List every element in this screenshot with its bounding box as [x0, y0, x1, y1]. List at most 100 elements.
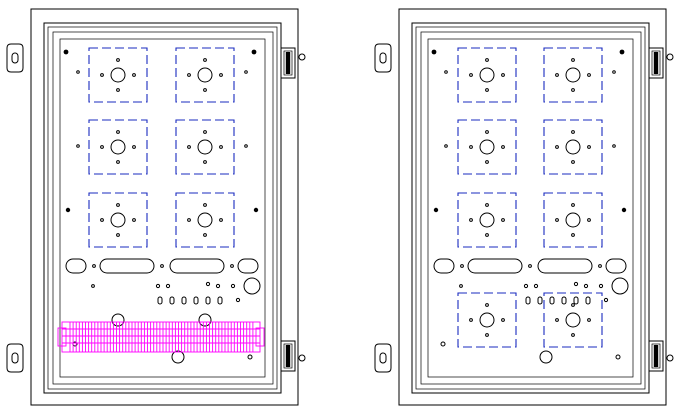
small-hole	[612, 144, 616, 148]
screw-hole	[485, 203, 489, 207]
screw-hole	[132, 218, 136, 222]
center-hole	[565, 312, 581, 328]
hinge-inner	[283, 343, 293, 369]
mounting-plate	[52, 31, 274, 385]
mounting-block	[175, 192, 235, 248]
terminal-slot	[193, 296, 199, 305]
screw-hole	[219, 73, 223, 77]
oval-cutout-small	[433, 258, 455, 274]
screw-hole	[571, 333, 575, 337]
wall-lug	[374, 343, 392, 373]
screw-hole	[555, 318, 559, 322]
mounting-block	[457, 119, 517, 175]
hinge-pin	[285, 52, 291, 74]
mounting-block	[88, 47, 148, 103]
side-hole	[433, 207, 439, 213]
mounting-block-outline	[175, 119, 235, 175]
terminal-slot	[157, 296, 163, 305]
hinge-inner	[283, 50, 293, 76]
screw-hole	[203, 58, 207, 62]
oval-cutout-small	[65, 258, 87, 274]
screw-hole	[501, 145, 505, 149]
screw-hole	[132, 145, 136, 149]
knockout	[198, 313, 212, 327]
center-hole	[565, 212, 581, 228]
small-hole	[444, 70, 448, 74]
lug-outline	[374, 343, 392, 373]
hinge-inner	[651, 343, 661, 369]
center-hole	[110, 67, 126, 83]
screw-hole	[116, 130, 120, 134]
hinge-outer	[648, 340, 664, 372]
oval-cutout	[467, 258, 523, 274]
lug-outline	[374, 43, 392, 73]
hinge	[648, 340, 664, 372]
lug-slot	[379, 52, 387, 64]
box-body-inner	[47, 26, 278, 390]
small-hole	[244, 70, 248, 74]
small-hole	[440, 341, 446, 347]
lug-outline	[6, 343, 24, 373]
center-hole	[479, 139, 495, 155]
center-hole	[479, 212, 495, 228]
corner-hole	[63, 49, 69, 55]
screw-hole	[203, 160, 207, 164]
terminal-slot	[525, 296, 531, 305]
screw-hole	[587, 318, 591, 322]
screw-hole	[571, 160, 575, 164]
screw-hole	[485, 88, 489, 92]
screw-hole	[219, 218, 223, 222]
mounting-block-outline	[88, 119, 148, 175]
screw-hole	[187, 145, 191, 149]
mounting-block	[88, 119, 148, 175]
hinge-hole	[285, 362, 291, 368]
terminal-slot	[573, 296, 579, 305]
small-hole	[460, 264, 464, 268]
side-hole	[621, 207, 627, 213]
oval-cutout-small	[605, 258, 627, 274]
mounting-block	[457, 292, 517, 348]
screw-hole	[571, 130, 575, 134]
mounting-block-outline	[175, 47, 235, 103]
mounting-block	[543, 47, 603, 103]
hinge-screw	[666, 53, 674, 61]
screw-hole	[116, 233, 120, 237]
terminal-slot	[537, 296, 543, 305]
hinge-hole	[653, 362, 659, 368]
wall-lug	[6, 343, 24, 373]
screw-hole	[203, 88, 207, 92]
small-hole	[230, 283, 236, 289]
screw-hole	[187, 73, 191, 77]
lug-outline	[6, 43, 24, 73]
terminal-slot	[561, 296, 567, 305]
hinge	[280, 47, 296, 79]
center-hole	[565, 67, 581, 83]
small-hole	[598, 283, 604, 289]
center-hole	[479, 312, 495, 328]
hinge-hole	[285, 344, 291, 350]
screw-hole	[187, 218, 191, 222]
small-hole	[247, 354, 253, 360]
screw-hole	[469, 318, 473, 322]
small-hole	[160, 264, 164, 268]
hinge-outer	[280, 340, 296, 372]
screw-hole	[116, 58, 120, 62]
screw-hole	[587, 145, 591, 149]
hinge-screw	[298, 53, 306, 61]
small-hole	[235, 297, 241, 303]
screw-hole	[485, 160, 489, 164]
screw-hole	[485, 58, 489, 62]
center-hole	[197, 139, 213, 155]
small-hole	[573, 281, 579, 287]
terminal-slot	[205, 296, 211, 305]
hinge-hole	[653, 51, 659, 57]
mounting-block	[457, 47, 517, 103]
center-hole	[197, 67, 213, 83]
small-hole	[615, 354, 621, 360]
hinge-outer	[648, 47, 664, 79]
mounting-block-outline	[543, 192, 603, 248]
hinge-screw	[666, 354, 674, 362]
corner-hole	[251, 49, 257, 55]
corner-hole	[431, 49, 437, 55]
screw-hole	[469, 145, 473, 149]
